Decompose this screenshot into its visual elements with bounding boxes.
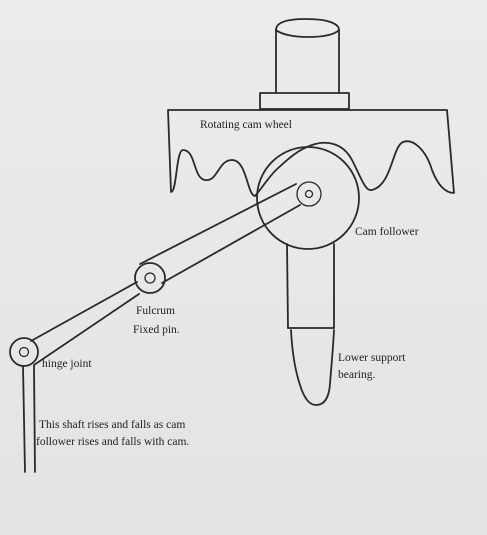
shaft-label-line2: follower rises and falls with cam. [36, 436, 189, 448]
hub-block [259, 92, 350, 110]
fulcrum-label-line2: Fixed pin. [133, 324, 180, 336]
shaft-label-line1: This shaft rises and falls as cam [39, 419, 185, 431]
top-shaft [275, 18, 340, 94]
lower-support-bearing [290, 329, 335, 406]
fulcrum-pin-inner [144, 272, 156, 284]
lower-lever-arm [30, 281, 140, 366]
hinge-joint-outer [9, 337, 39, 367]
output-shaft [22, 365, 36, 473]
cam-wheel [167, 109, 455, 197]
cam-follower-pin-outer [296, 181, 322, 207]
cam-follower-label: Cam follower [355, 226, 419, 238]
fulcrum-pin-outer [134, 262, 166, 294]
bearing-label-line1: Lower support [338, 352, 406, 364]
hinge-label: hinge joint [42, 358, 92, 370]
cam-wheel-label: Rotating cam wheel [200, 119, 292, 131]
cam-follower-pin-inner [304, 189, 314, 199]
bearing-label-line2: bearing. [338, 369, 375, 381]
fulcrum-label-line1: Fulcrum [136, 305, 175, 317]
hinge-joint-inner [18, 346, 30, 358]
upper-lever-arm [139, 183, 301, 284]
follower-stem [286, 243, 335, 329]
cam-follower-disk [256, 146, 360, 250]
